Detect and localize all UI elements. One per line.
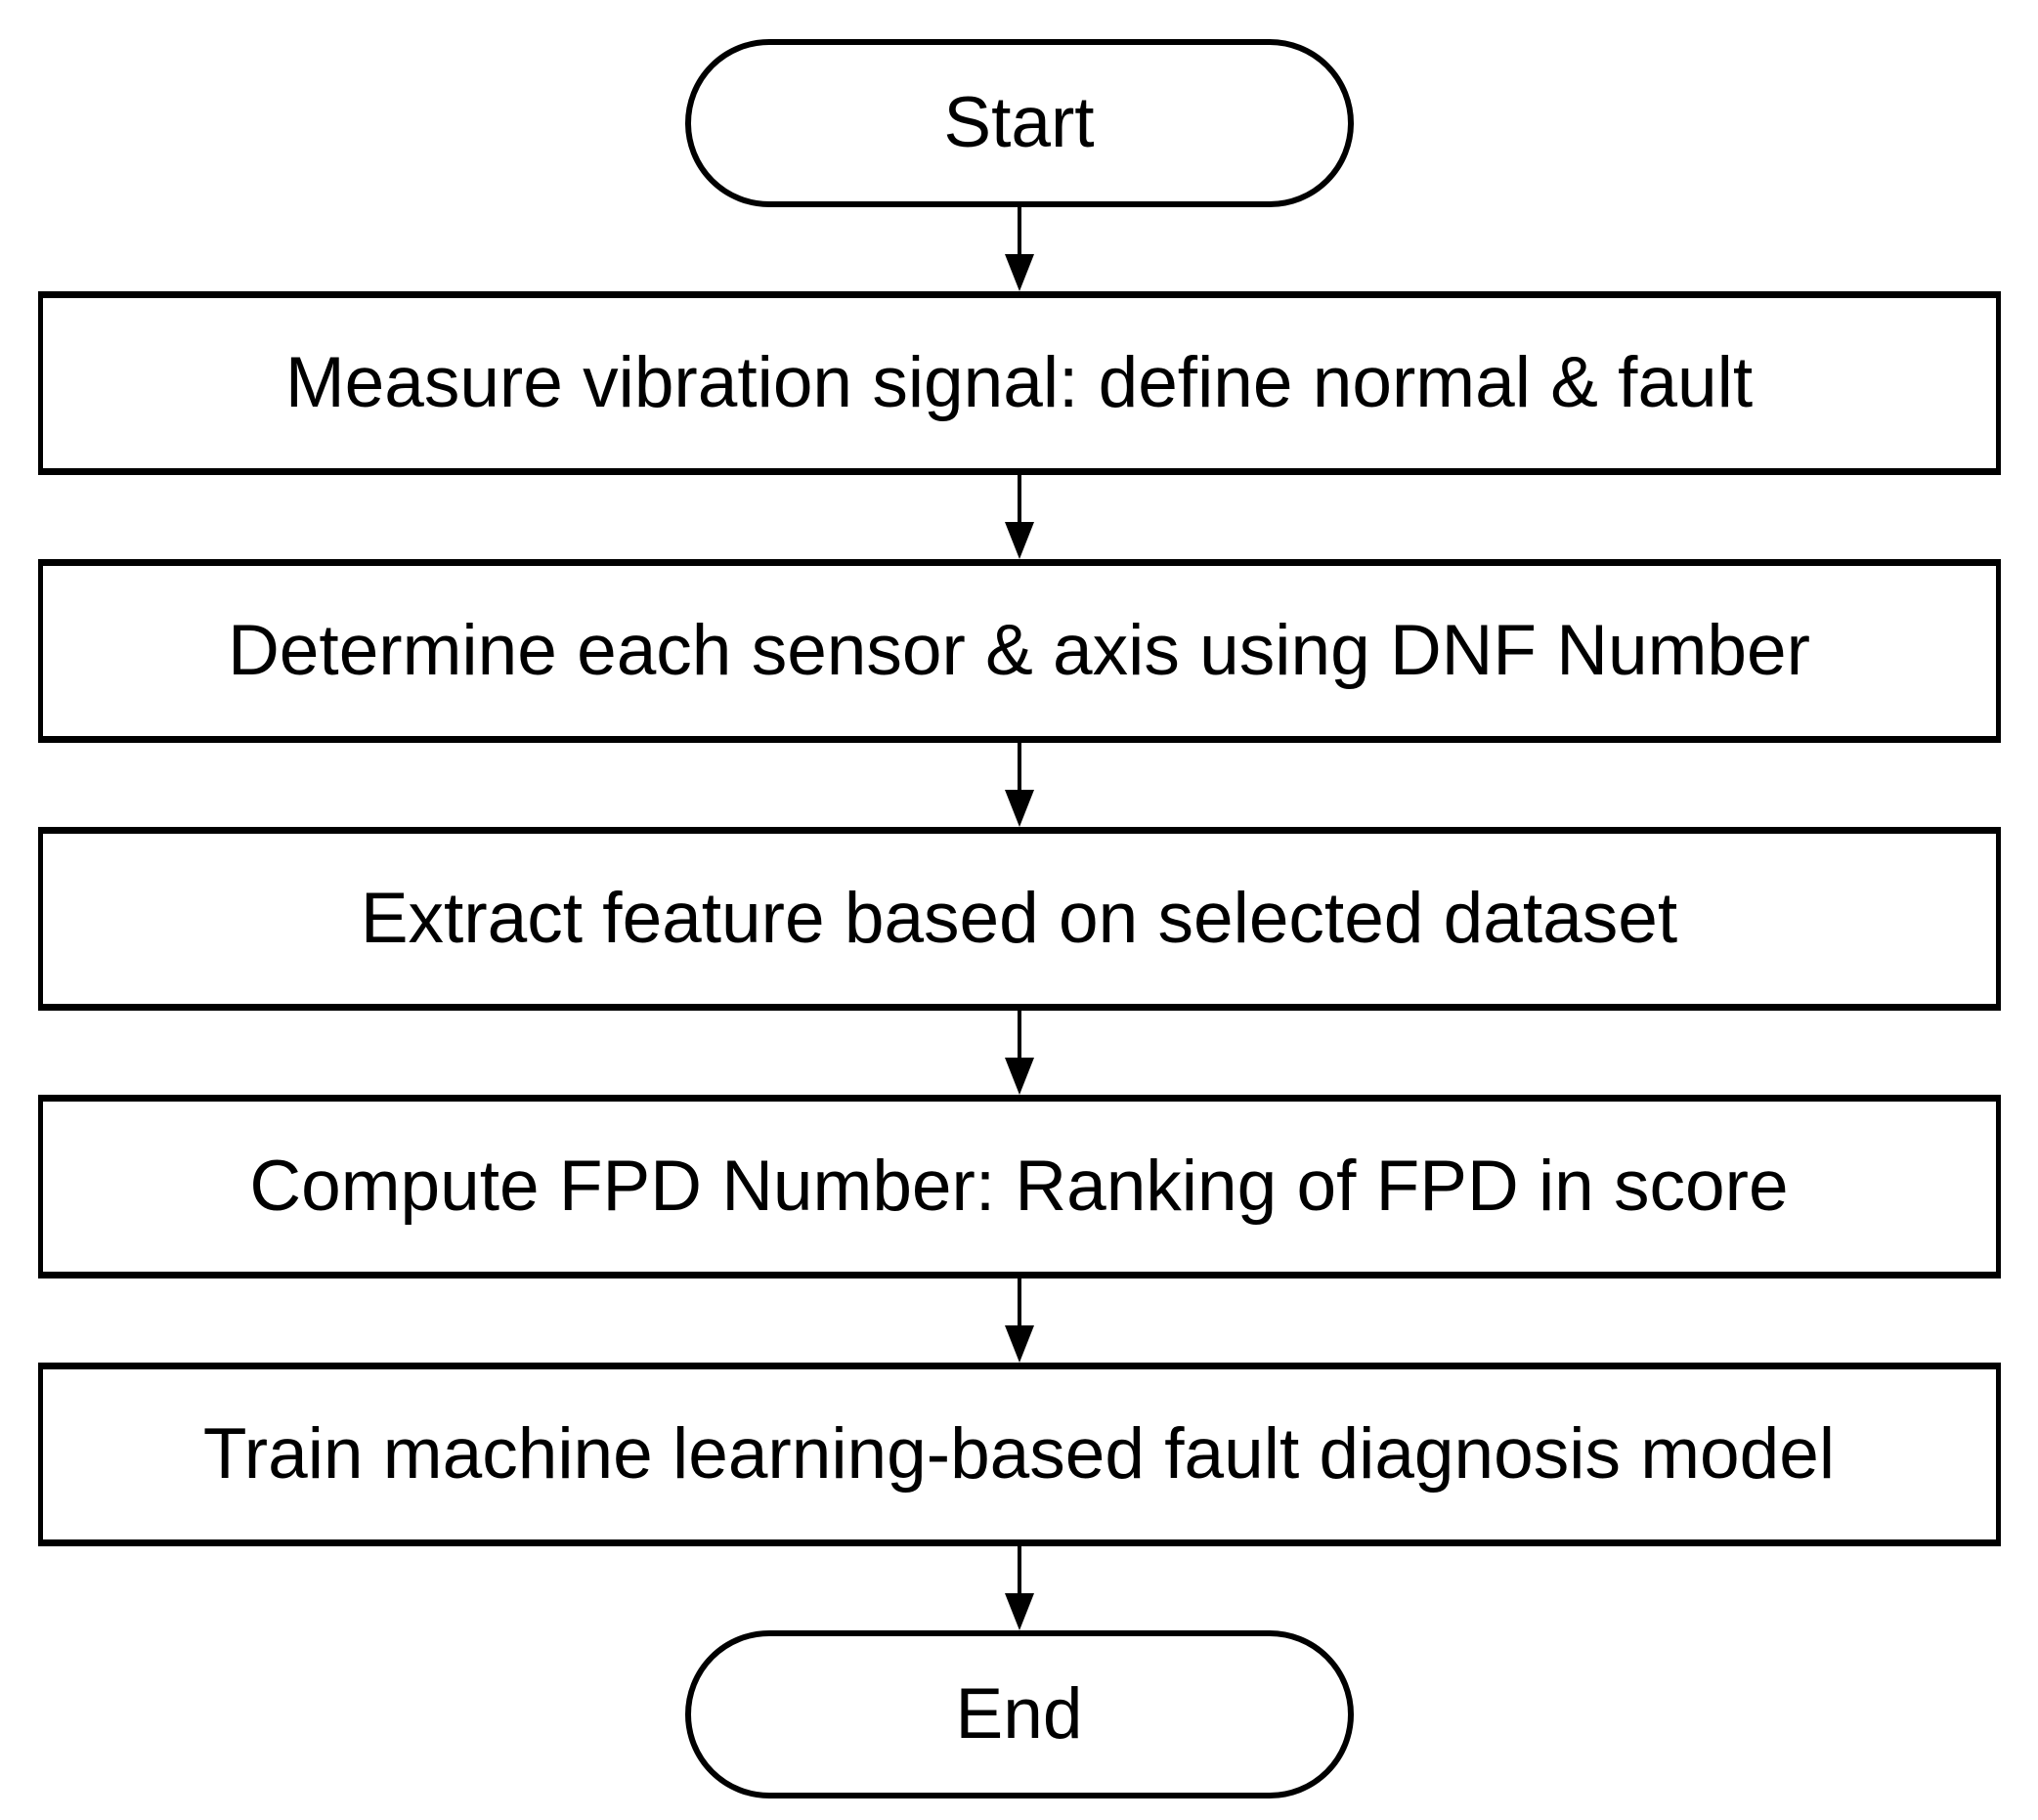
node-end-label: End — [955, 1673, 1083, 1754]
node-step-label: Compute FPD Number: Ranking of FPD in sc… — [249, 1146, 1789, 1226]
arrow-head-icon — [1004, 1593, 1034, 1630]
arrow-head-icon — [1004, 522, 1034, 559]
flow-arrow-6 — [1000, 1546, 1039, 1630]
arrow-head-icon — [1004, 1058, 1034, 1095]
arrow-shaft — [1017, 1011, 1021, 1062]
node-step-compute-fpd: Compute FPD Number: Ranking of FPD in sc… — [37, 1095, 2001, 1278]
arrow-head-icon — [1004, 790, 1034, 827]
node-step-measure-vibration: Measure vibration signal: define normal … — [37, 291, 2001, 475]
flow-arrow-5 — [1000, 1278, 1039, 1363]
arrow-shaft — [1017, 207, 1021, 258]
flow-arrow-4 — [1000, 1011, 1039, 1095]
node-step-train-model: Train machine learning-based fault diagn… — [37, 1363, 2001, 1546]
arrow-shaft — [1017, 743, 1021, 794]
arrow-head-icon — [1004, 254, 1034, 291]
node-step-label: Determine each sensor & axis using DNF N… — [228, 610, 1810, 690]
arrow-shaft — [1017, 1278, 1021, 1329]
arrow-shaft — [1017, 475, 1021, 526]
node-step-extract-feature: Extract feature based on selected datase… — [37, 827, 2001, 1011]
node-step-label: Train machine learning-based fault diagn… — [202, 1413, 1836, 1494]
arrow-head-icon — [1004, 1325, 1034, 1363]
arrow-shaft — [1017, 1546, 1021, 1597]
node-step-label: Extract feature based on selected datase… — [360, 878, 1678, 958]
node-start-label: Start — [943, 82, 1095, 162]
node-end: End — [684, 1630, 1354, 1798]
flow-arrow-3 — [1000, 743, 1039, 827]
flow-arrow-1 — [1000, 207, 1039, 291]
node-start: Start — [684, 39, 1354, 207]
node-step-label: Measure vibration signal: define normal … — [284, 342, 1754, 422]
node-step-determine-sensor: Determine each sensor & axis using DNF N… — [37, 559, 2001, 743]
flow-arrow-2 — [1000, 475, 1039, 559]
